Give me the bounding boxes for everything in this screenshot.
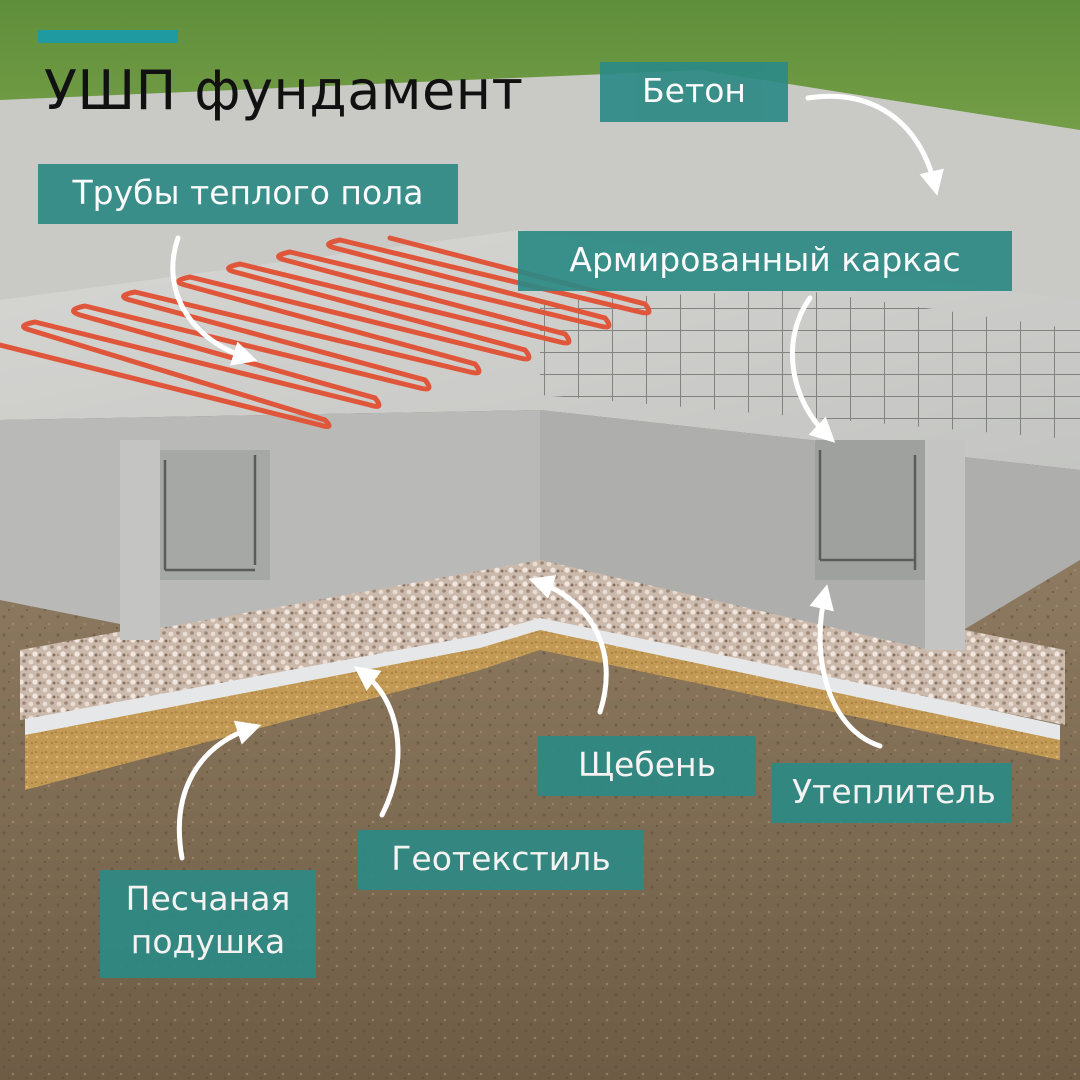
label-floor-pipes-text: Трубы теплого пола <box>72 173 424 212</box>
label-insulation-text: Утеплитель <box>792 772 996 811</box>
label-geotextile: Геотекстиль <box>358 830 644 890</box>
label-insulation: Утеплитель <box>772 763 1012 823</box>
label-concrete: Бетон <box>600 62 788 122</box>
label-sand-cushion-line2: подушка <box>130 921 286 961</box>
label-gravel: Щебень <box>538 736 756 796</box>
label-sand-cushion: Песчаная подушка <box>100 870 316 978</box>
label-floor-pipes: Трубы теплого пола <box>38 164 458 224</box>
label-geotextile-text: Геотекстиль <box>391 839 611 878</box>
label-rebar-frame-text: Армированный каркас <box>569 240 961 279</box>
page-title: УШП фундамент <box>44 59 524 122</box>
label-rebar-frame: Армированный каркас <box>518 231 1012 291</box>
label-concrete-text: Бетон <box>642 71 746 110</box>
label-sand-cushion-line1: Песчаная <box>125 879 291 918</box>
title-accent-bar <box>38 30 178 43</box>
label-gravel-text: Щебень <box>577 745 717 784</box>
